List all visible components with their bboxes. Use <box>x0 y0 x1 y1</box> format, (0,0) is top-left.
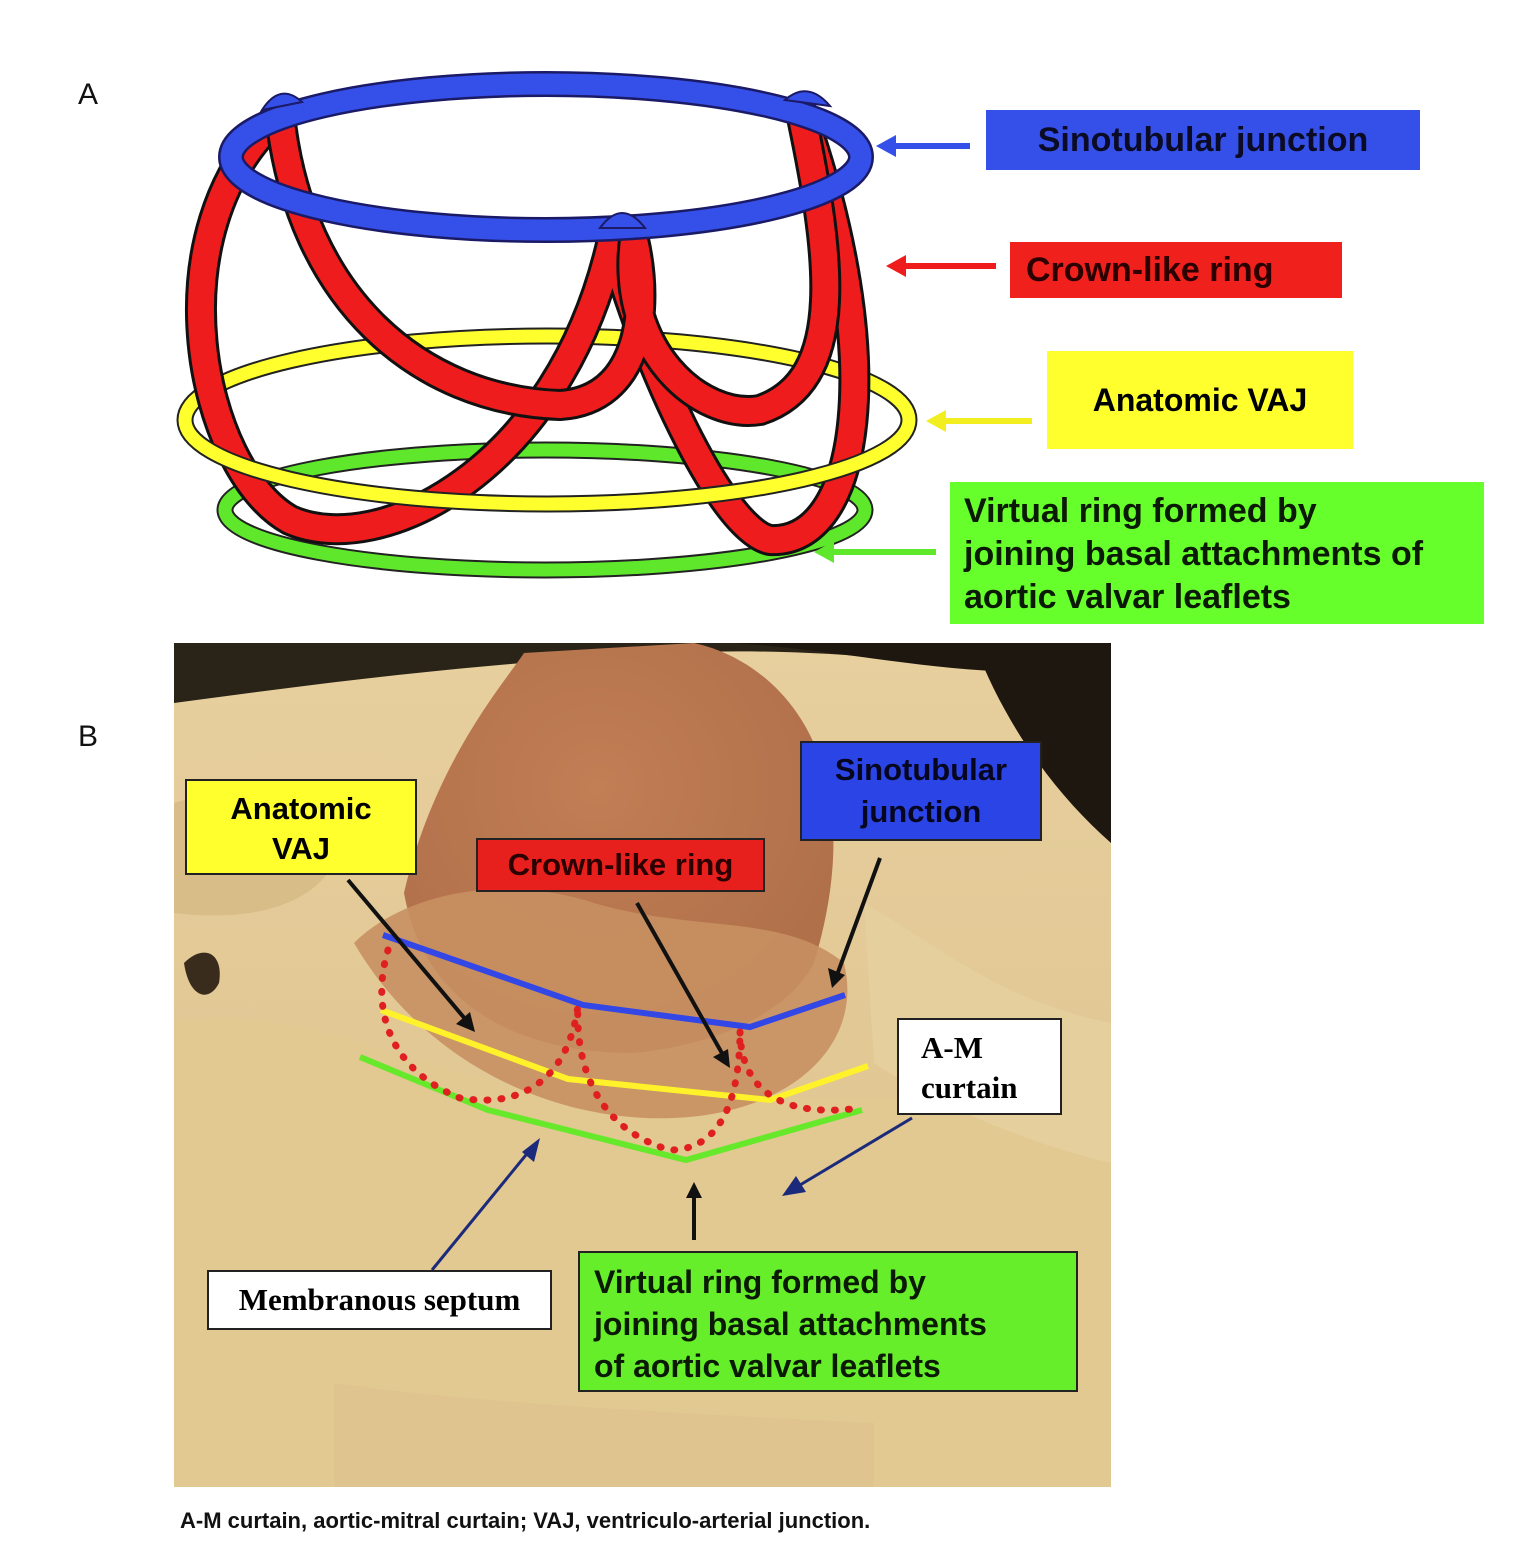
arrow-virtual-ring-b <box>686 1182 702 1240</box>
arrow-virtual-ring <box>814 541 936 563</box>
label-membranous-septum: Membranous septum <box>207 1270 552 1330</box>
label-line: Virtual ring formed by <box>964 492 1317 530</box>
label-line: joining basal attachments <box>594 1306 987 1342</box>
arrow-crown-b <box>635 902 730 1068</box>
panel-a-letter: A <box>78 78 99 111</box>
label-line: Anatomic <box>230 791 372 826</box>
anatomic-vaj-ring <box>176 419 918 513</box>
label-anatomic-vaj-b: Anatomic VAJ <box>185 779 417 875</box>
label-line: Virtual ring formed by <box>594 1264 926 1300</box>
arrow-membranous-septum <box>430 1138 540 1271</box>
sinotubular-line <box>382 932 846 1031</box>
aortic-root-diagram <box>176 71 1032 579</box>
label-crown-like-ring-a: Crown-like ring <box>1010 242 1342 298</box>
label-line: joining basal attachments of <box>964 535 1424 573</box>
sinotubular-junction-ring <box>218 71 874 243</box>
label-line: of aortic valvar leaflets <box>594 1348 941 1384</box>
label-crown-like-ring-b: Crown-like ring <box>476 838 765 892</box>
label-anatomic-vaj-a: Anatomic VAJ <box>1047 351 1353 449</box>
arrow-sinotubular-b <box>828 857 882 988</box>
label-sinotubular-junction-b: Sinotubular junction <box>800 741 1042 841</box>
label-line: Sinotubular <box>834 752 1008 787</box>
label-sinotubular-junction-a: Sinotubular junction <box>986 110 1420 170</box>
label-virtual-ring-b: Virtual ring formed by joining basal att… <box>578 1251 1078 1392</box>
virtual-ring-line <box>358 1054 863 1164</box>
crown-like-ring-dotted <box>378 946 864 1154</box>
panel-b-letter: B <box>78 720 99 753</box>
arrow-anatomic-vaj-b <box>346 878 475 1032</box>
label-line: A-M <box>921 1030 983 1065</box>
label-line: VAJ <box>271 831 330 866</box>
label-virtual-ring-a: Virtual ring formed by joining basal att… <box>950 482 1484 624</box>
label-am-curtain: A-M curtain <box>897 1018 1062 1115</box>
arrow-crown <box>886 255 996 277</box>
arrow-am-curtain <box>782 1116 913 1196</box>
anatomic-vaj-line <box>379 1007 869 1104</box>
figure-caption: A-M curtain, aortic-mitral curtain; VAJ,… <box>180 1508 871 1533</box>
label-line: junction <box>860 794 982 829</box>
arrow-sinotubular <box>876 135 970 157</box>
label-line: curtain <box>921 1070 1018 1105</box>
label-line: aortic valvar leaflets <box>964 578 1291 616</box>
arrow-anatomic-vaj <box>926 410 1032 432</box>
